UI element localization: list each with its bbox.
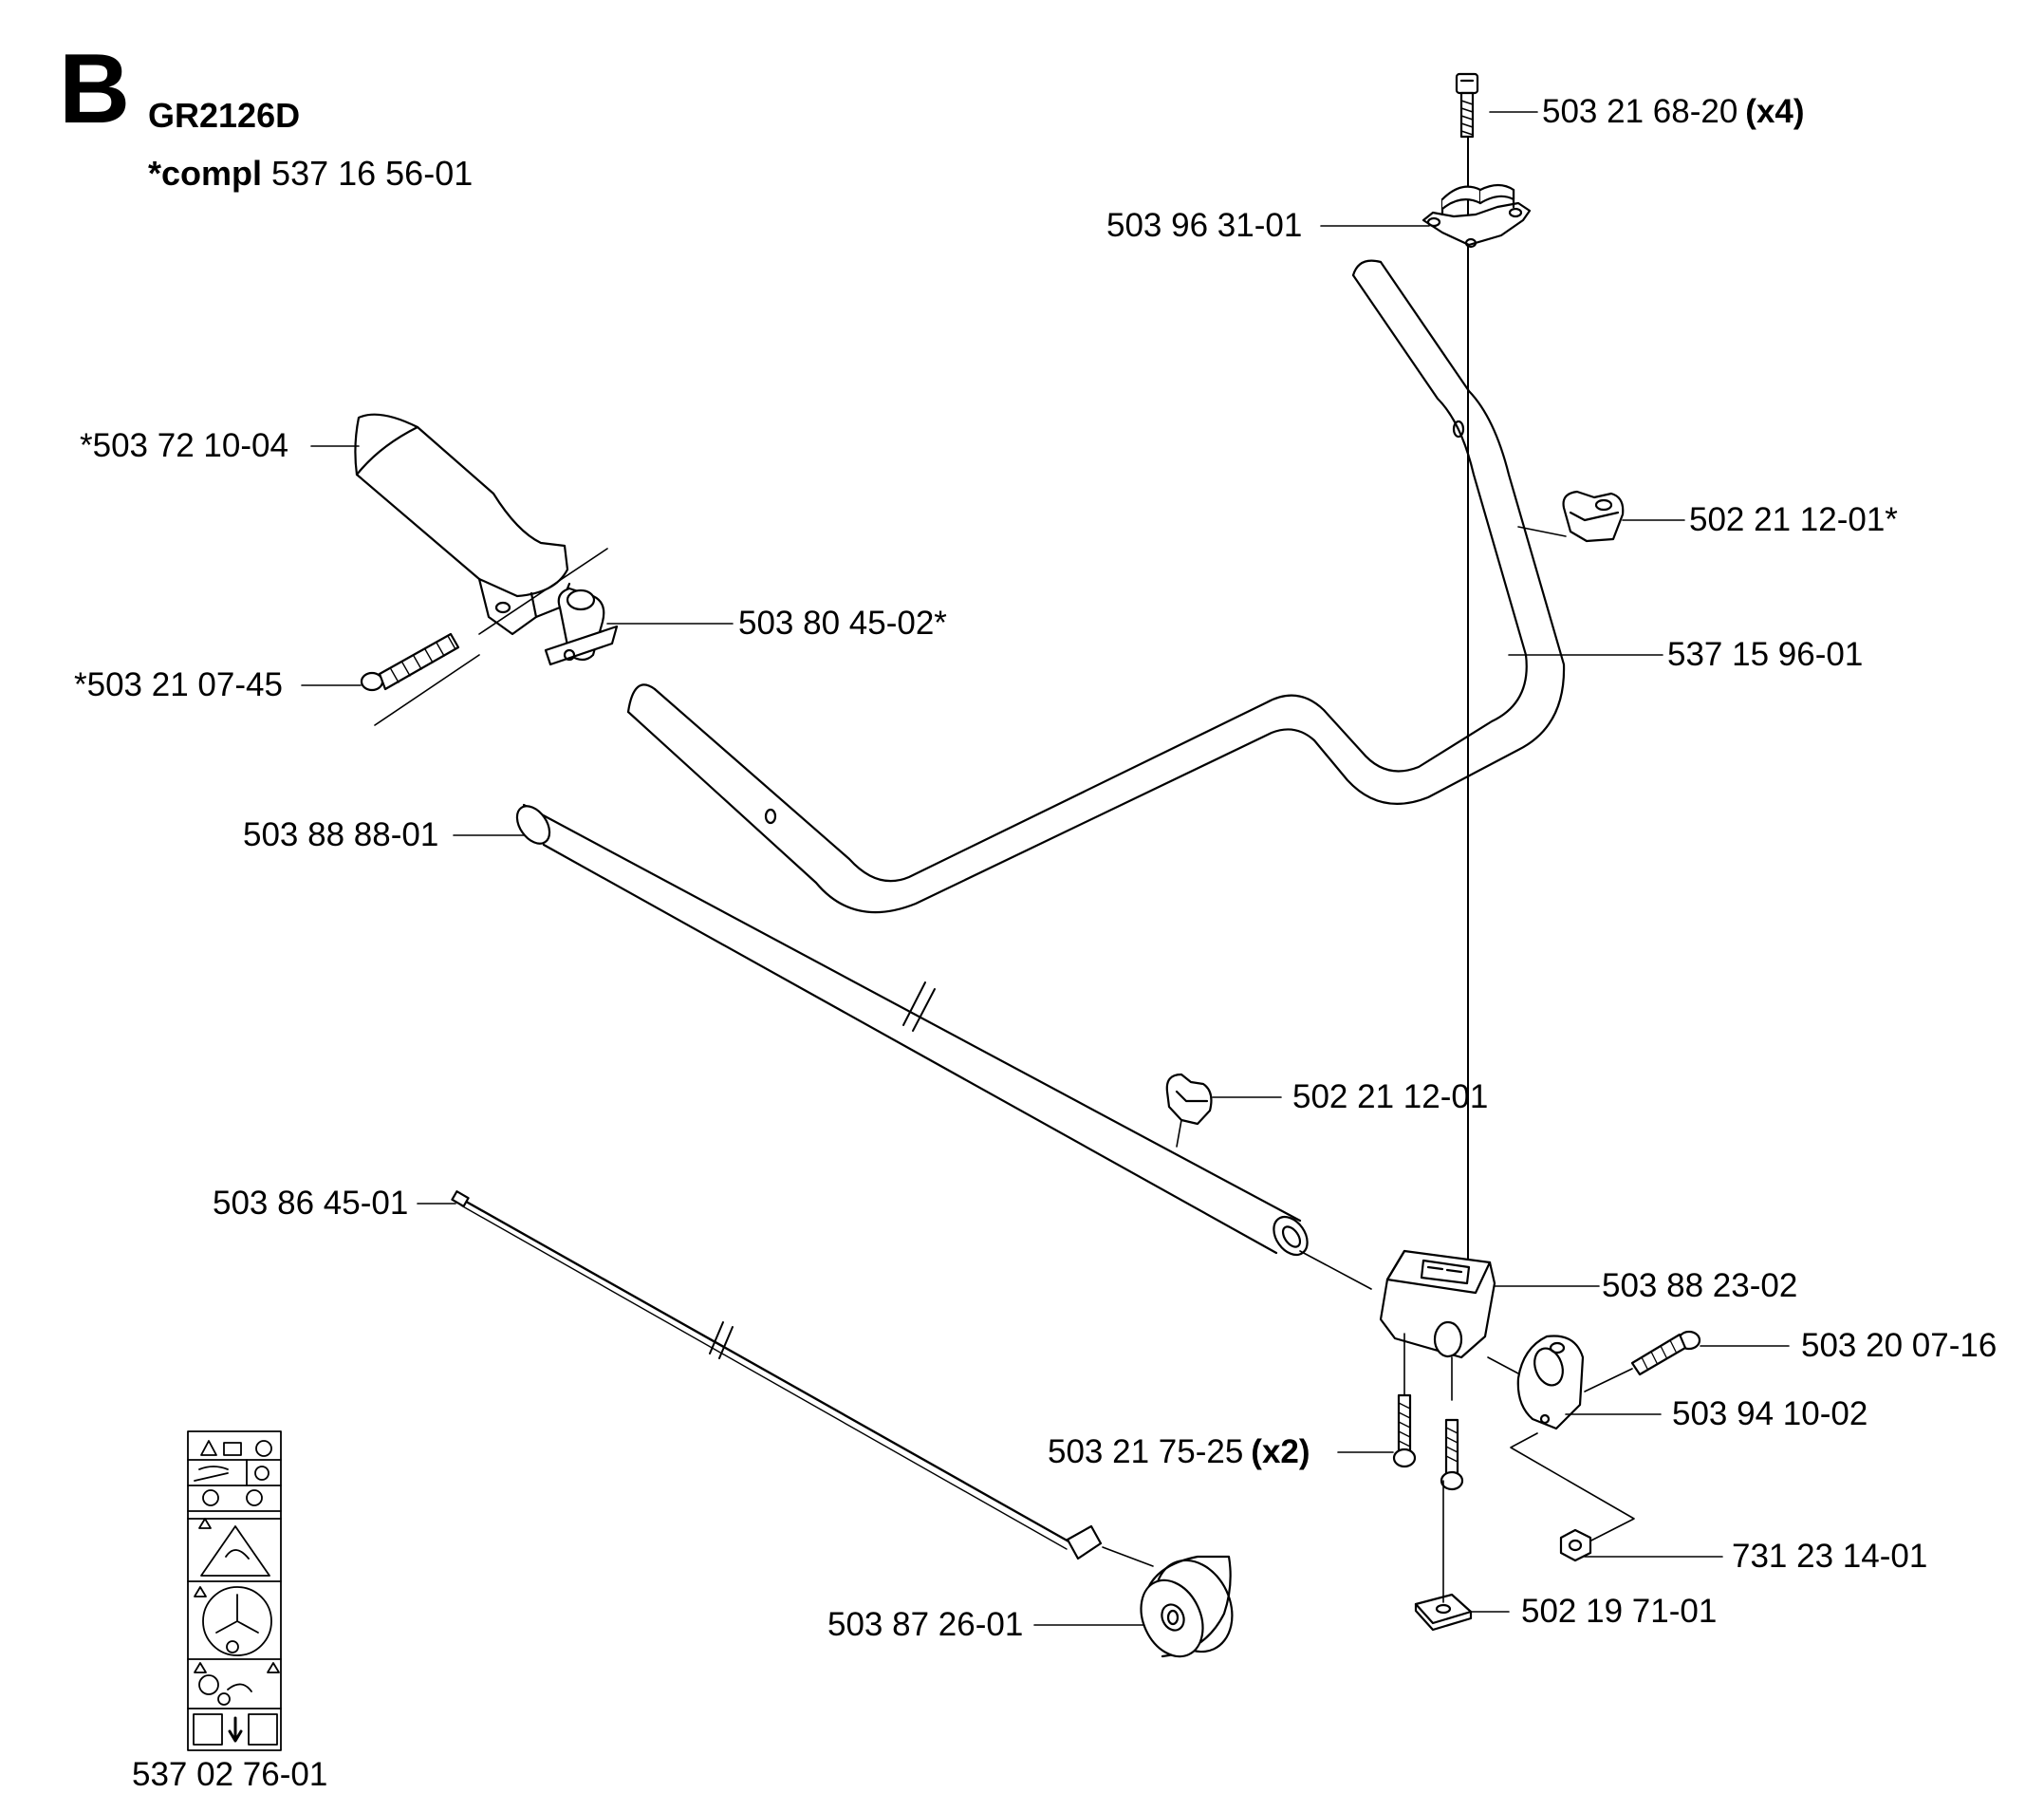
part-label-503-96-31-01: 503 96 31-01 <box>1106 207 1302 245</box>
section-letter: B <box>59 34 131 144</box>
nut-guide-line <box>1510 1432 1635 1546</box>
model-name: GR2126D <box>148 96 301 135</box>
part-number: *503 72 10-04 <box>80 427 288 464</box>
screw-503-21-07-45 <box>360 632 460 692</box>
handle-tube-537-15-96-01 <box>626 259 1566 914</box>
part-label-503-21-75-25: 503 21 75-25(x2) <box>1048 1433 1310 1471</box>
part-label-502-21-12-01-star: 502 21 12-01* <box>1689 501 1898 539</box>
part-quantity: (x2) <box>1251 1433 1310 1470</box>
part-number: 537 15 96-01 <box>1667 636 1864 673</box>
part-number: 503 87 26-01 <box>827 1606 1024 1643</box>
complete-assembly-number: *compl 537 16 56-01 <box>148 154 473 194</box>
part-number: 503 94 10-02 <box>1672 1395 1868 1432</box>
coupling-503-87-26-01 <box>1066 1524 1234 1658</box>
compl-prefix: *compl <box>148 154 263 193</box>
part-number: 503 21 68-20 <box>1542 93 1738 130</box>
part-label-503-88-23-02: 503 88 23-02 <box>1602 1267 1797 1305</box>
bolt-503-21-68-20 <box>1455 72 1479 139</box>
leader-lines <box>301 111 1790 1626</box>
part-label-537-02-76-01: 537 02 76-01 <box>132 1756 327 1794</box>
part-label-503-21-07-45: *503 21 07-45 <box>74 666 283 704</box>
part-number: 502 21 12-01* <box>1689 501 1898 538</box>
bolt-503-20-07-16 <box>1584 1330 1701 1392</box>
decal-sheet-537-02-76-01 <box>187 1430 282 1751</box>
part-label-503-21-68-20: 503 21 68-20(x4) <box>1542 93 1805 131</box>
part-number: 537 02 76-01 <box>132 1756 328 1793</box>
part-number: 502 21 12-01 <box>1292 1078 1489 1115</box>
compl-number: 537 16 56-01 <box>271 154 474 193</box>
clamp-503-96-31-01 <box>1422 183 1532 249</box>
drive-cable-503-86-45-01 <box>451 1190 1072 1550</box>
housing-503-88-23-02 <box>1379 1249 1496 1401</box>
part-number: 503 96 31-01 <box>1106 207 1303 244</box>
knob-502-21-12-01-upper <box>1562 490 1625 543</box>
knob-502-21-12-01-lower <box>1165 1073 1213 1148</box>
shaft-tube-503-88-88-01 <box>515 803 1372 1290</box>
part-number: 502 19 71-01 <box>1521 1593 1718 1630</box>
part-label-537-15-96-01: 537 15 96-01 <box>1667 636 1863 674</box>
part-quantity: (x4) <box>1745 93 1805 130</box>
bracket-503-94-10-02 <box>1487 1335 1585 1430</box>
part-number: 503 20 07-16 <box>1801 1327 1998 1364</box>
part-label-502-21-12-01: 502 21 12-01 <box>1292 1078 1488 1116</box>
part-number: *503 21 07-45 <box>74 666 283 703</box>
screw-503-21-75-25 <box>1392 1393 1464 1491</box>
part-label-503-80-45-02: 503 80 45-02* <box>738 605 947 643</box>
nut-731-23-14-01 <box>1559 1528 1592 1562</box>
part-label-503-88-88-01: 503 88 88-01 <box>243 816 438 854</box>
part-number: 503 86 45-01 <box>213 1185 409 1222</box>
square-nut-502-19-71-01 <box>1414 1480 1473 1632</box>
part-number: 731 23 14-01 <box>1732 1538 1928 1575</box>
part-label-503-72-10-04: *503 72 10-04 <box>80 427 288 465</box>
part-label-502-19-71-01: 502 19 71-01 <box>1521 1593 1717 1631</box>
part-label-731-23-14-01: 731 23 14-01 <box>1732 1538 1927 1576</box>
part-label-503-87-26-01: 503 87 26-01 <box>827 1606 1023 1644</box>
part-label-503-20-07-16: 503 20 07-16 <box>1801 1327 1997 1365</box>
part-label-503-94-10-02: 503 94 10-02 <box>1672 1395 1867 1433</box>
part-number: 503 88 88-01 <box>243 816 439 853</box>
bracket-503-80-45-02 <box>544 587 619 666</box>
part-number: 503 80 45-02* <box>738 605 947 642</box>
part-number: 503 21 75-25 <box>1048 1433 1244 1470</box>
part-label-503-86-45-01: 503 86 45-01 <box>213 1185 408 1223</box>
part-number: 503 88 23-02 <box>1602 1267 1798 1304</box>
